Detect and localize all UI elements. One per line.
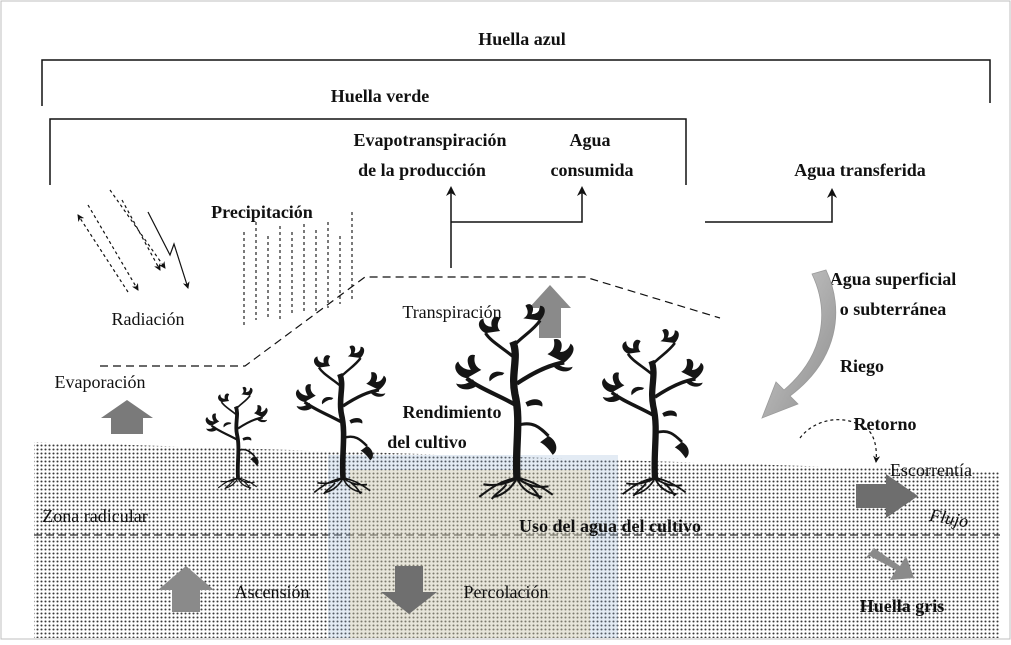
evapotranspiration-arrows xyxy=(451,188,832,268)
rain-lines xyxy=(244,212,352,325)
arrow-up-agua-transferida xyxy=(705,190,832,222)
escorrentia-label: Escorrentía xyxy=(890,460,972,480)
huella-azul-bracket xyxy=(42,60,990,106)
agua-consumida-label-1: Agua xyxy=(569,130,610,150)
radiacion-label: Radiación xyxy=(112,309,185,329)
retorno-label: Retorno xyxy=(854,414,917,434)
evaporation-arrow xyxy=(101,400,153,434)
agua-superficial-label-2: o subterránea xyxy=(840,299,947,319)
riego-label: Riego xyxy=(840,356,884,376)
watermark-yellow xyxy=(350,470,590,638)
huella-azul-label: Huella azul xyxy=(478,29,566,49)
precipitacion-label: Precipitación xyxy=(211,202,313,222)
huella-gris-label: Huella gris xyxy=(860,596,945,616)
evapotranspiracion-label-1: Evapotranspiración xyxy=(353,130,506,150)
zona-radicular-label: Zona radicular xyxy=(42,506,147,526)
ascension-label: Ascensión xyxy=(235,582,310,602)
agua-superficial-label-1: Agua superficial xyxy=(830,269,957,289)
rendimiento-label-2: del cultivo xyxy=(387,432,467,452)
transpiracion-label: Transpiración xyxy=(402,302,501,322)
agua-consumida-label-2: consumida xyxy=(550,160,633,180)
irrigation-arrow xyxy=(762,270,836,418)
agua-transferida-label: Agua transferida xyxy=(794,160,926,180)
arrow-up-agua-consumida xyxy=(451,188,582,222)
uso-agua-label: Uso del agua del cultivo xyxy=(519,516,701,536)
evaporacion-label: Evaporación xyxy=(55,372,146,392)
radiation-arrows xyxy=(78,190,188,292)
rendimiento-label-1: Rendimiento xyxy=(403,402,502,422)
percolacion-label: Percolación xyxy=(464,582,549,602)
huella-verde-label: Huella verde xyxy=(331,86,429,106)
transpiration-arrow xyxy=(529,285,571,338)
evapotranspiracion-label-2: de la producción xyxy=(358,160,486,180)
